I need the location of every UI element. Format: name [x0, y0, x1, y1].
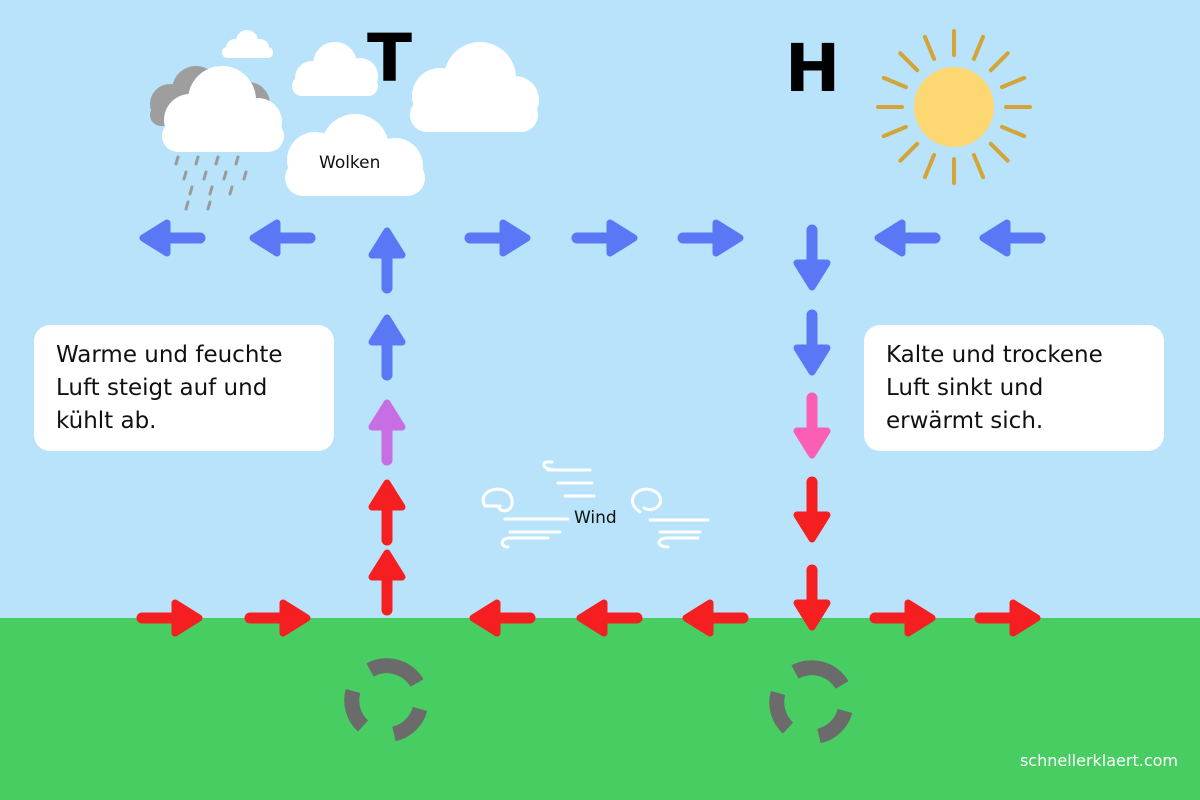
info-text-line: Luft steigt auf und [56, 375, 268, 401]
sun-ray [922, 153, 937, 180]
low-pressure-label: T [367, 20, 413, 97]
sun-icon [876, 29, 1032, 185]
info-text-line: Kalte und trockene [886, 342, 1103, 368]
source-credit: schnellerklaert.com [1019, 751, 1178, 770]
cloud-icon [292, 42, 378, 96]
sun-ray [922, 34, 937, 61]
info-text-line: erwärmt sich. [886, 408, 1044, 434]
info-text-line: Luft sinkt und [886, 375, 1044, 401]
rain-cloud-icon [150, 66, 284, 211]
high-pressure-label: H [785, 30, 841, 107]
sun-ray [971, 34, 986, 61]
info-text-line: kühlt ab. [56, 408, 157, 434]
sun-ray [988, 51, 1010, 73]
wind-label: Wind [574, 508, 617, 528]
clouds-label: Wolken [319, 153, 381, 173]
small-cloud-icon [222, 30, 273, 58]
sun-ray [1000, 75, 1027, 90]
sun-ray [988, 141, 1010, 163]
sinking-air-info-box: Kalte und trockene Luft sinkt und erwärm… [864, 325, 1164, 451]
sun-ray [1000, 124, 1027, 139]
rain-drops-icon [174, 155, 248, 211]
info-text-line: Warme und feuchte [56, 342, 283, 368]
wind-icon [481, 460, 710, 549]
rising-air-info-box: Warme und feuchte Luft steigt auf und kü… [34, 325, 334, 451]
sun-ray [898, 141, 920, 163]
sun-ray [971, 153, 986, 180]
sun-ray [881, 75, 908, 90]
sun-ray [881, 124, 908, 139]
wolken-cloud-icon [285, 114, 425, 196]
sun-ray [898, 51, 920, 73]
ground-background [0, 618, 1200, 800]
cloud-icon [410, 42, 539, 132]
